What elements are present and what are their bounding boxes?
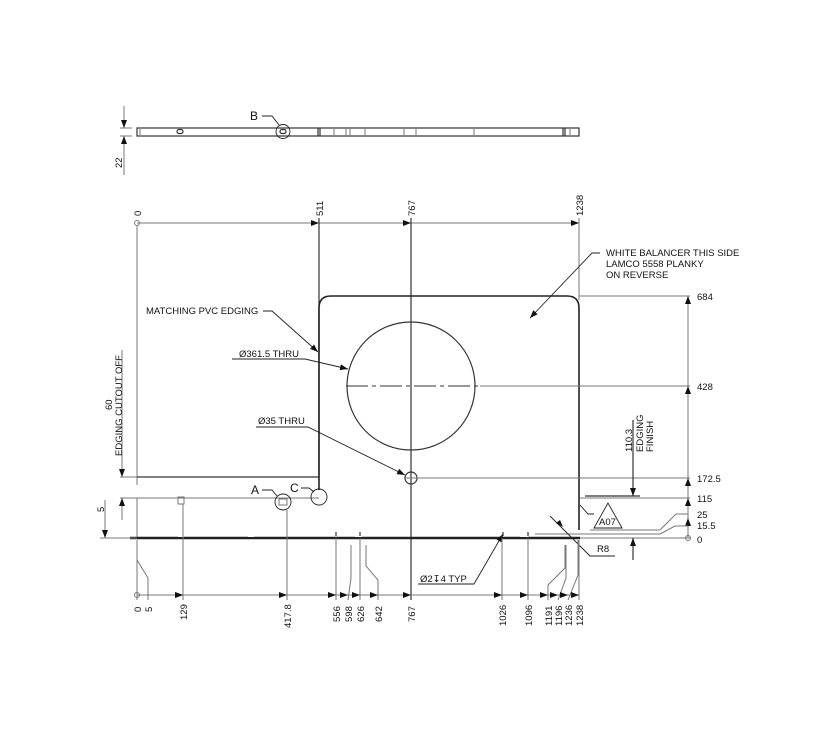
small-hole-note: Ø35 THRU: [258, 416, 305, 427]
detail-c-circle: [310, 488, 328, 506]
balancer-note-3: ON REVERSE: [606, 270, 668, 281]
bottom-dim-1191: 1191: [544, 606, 555, 626]
balancer-note-1: WHITE BALANCER THIS SIDE: [606, 248, 739, 259]
a07-tag-triangle: [593, 502, 623, 529]
detail-b-label: B: [250, 109, 258, 123]
right-dim-684: 684: [697, 292, 713, 303]
right-dim-0: 0: [697, 535, 702, 546]
bottom-dim-0: 0: [133, 607, 144, 612]
top-dim-1238: 1238: [575, 195, 586, 216]
side-view: [120, 106, 580, 175]
bottom-dim-129: 129: [179, 604, 190, 620]
edging-finish-label-2: FINISH: [645, 421, 656, 452]
radius-note: R8: [597, 544, 609, 555]
edging-finish-value: 110.3: [624, 429, 635, 452]
top-dim-767: 767: [407, 200, 418, 216]
bottom-dim-1196: 1196: [554, 606, 565, 626]
right-dim-25: 25: [697, 510, 708, 521]
panel-outline: [130, 295, 690, 540]
drill-note: Ø2↧4 TYP: [420, 574, 467, 585]
bottom-dim-1238: 1238: [575, 605, 586, 626]
left-dim-5: 5: [96, 507, 107, 512]
bottom-dim-1096: 1096: [524, 605, 535, 626]
bottom-dim-1236: 1236: [564, 605, 575, 626]
bottom-dim-556: 556: [332, 606, 343, 622]
right-dim-15-5: 15.5: [697, 521, 716, 532]
top-dim-511: 511: [315, 201, 326, 216]
left-dimension: [100, 350, 137, 539]
right-dim-115: 115: [697, 494, 712, 505]
right-dim-428: 428: [697, 382, 713, 393]
bottom-dim-598: 598: [344, 606, 355, 622]
a07-tag: A07: [599, 517, 616, 528]
edging-cutout-label: EDGING CUTOUT OFF: [114, 355, 125, 456]
top-dimension-line: [134, 218, 580, 600]
bottom-dim-767: 767: [407, 606, 418, 622]
detail-c-label: C: [290, 481, 299, 495]
detail-a-circle: [274, 493, 292, 511]
edging-finish-label-1: EDGING: [635, 415, 646, 452]
balancer-note-2: LAMCO 5558 PLANKY: [606, 259, 704, 270]
bottom-dimension-line: [134, 504, 580, 601]
detail-a-label: A: [251, 483, 259, 497]
edging-cutout-value: 60: [104, 399, 115, 410]
large-hole-note: Ø361.5 THRU: [239, 349, 299, 360]
bottom-dim-626: 626: [356, 606, 367, 622]
right-dim-172-5: 172.5: [697, 474, 721, 485]
pvc-edging-note: MATCHING PVC EDGING: [146, 306, 258, 317]
bottom-dim-417-8: 417.8: [283, 604, 294, 628]
top-dim-0: 0: [133, 211, 144, 216]
thickness-dim: 22: [114, 157, 125, 168]
right-dimension-line: [630, 296, 691, 560]
detail-b-circle: [275, 124, 291, 139]
bottom-dim-1026: 1026: [498, 605, 509, 626]
bottom-dim-642: 642: [374, 606, 385, 622]
bottom-dim-5: 5: [144, 607, 155, 612]
